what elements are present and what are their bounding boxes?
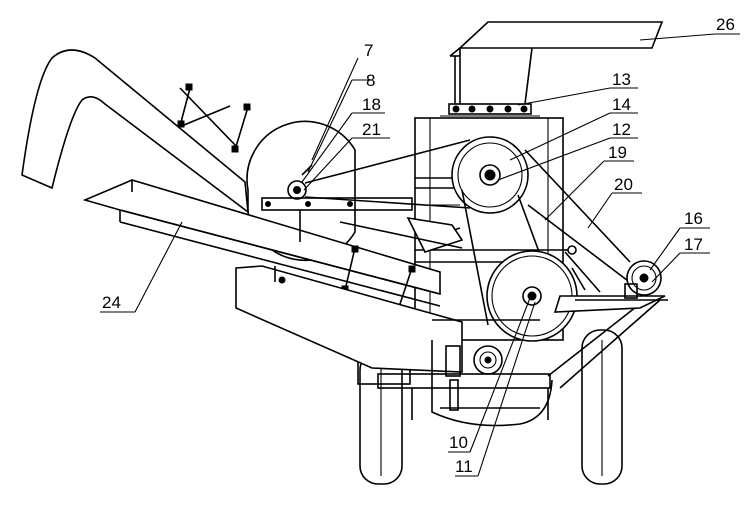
callout-26: 26: [716, 15, 735, 34]
feed-hopper: [440, 21, 664, 117]
leader-lines: [100, 33, 740, 477]
callout-20: 20: [614, 175, 633, 194]
motor-pulley: [624, 260, 662, 299]
fan-drive-belt: [304, 139, 471, 209]
inner-belt: [339, 149, 641, 326]
callout-16: 16: [684, 209, 703, 228]
lower-trough: [235, 210, 463, 373]
lower-pulley: [486, 250, 578, 342]
callout-10: 10: [449, 433, 468, 452]
callout-11: 11: [455, 457, 473, 476]
upper-pulley: [451, 136, 529, 214]
callout-12: 12: [612, 120, 631, 139]
callout-labels: 7 8 18 21 13 14 12 19 20 16 17 24 26 10 …: [102, 15, 735, 476]
motor-frame: [553, 245, 668, 313]
front-wheel: [581, 329, 623, 485]
callout-14: 14: [612, 95, 631, 114]
callout-13: 13: [612, 70, 631, 89]
callout-17: 17: [684, 235, 703, 254]
callout-19: 19: [608, 143, 627, 162]
callout-8: 8: [366, 71, 375, 90]
callout-24: 24: [102, 293, 121, 312]
callout-7: 7: [364, 41, 373, 60]
callout-21: 21: [362, 120, 381, 139]
callout-18: 18: [362, 95, 381, 114]
discharge-duct: [21, 49, 251, 214]
conveyor-chute: [82, 179, 441, 313]
rear-wheel: [359, 351, 403, 485]
lower-drum: [431, 319, 553, 427]
